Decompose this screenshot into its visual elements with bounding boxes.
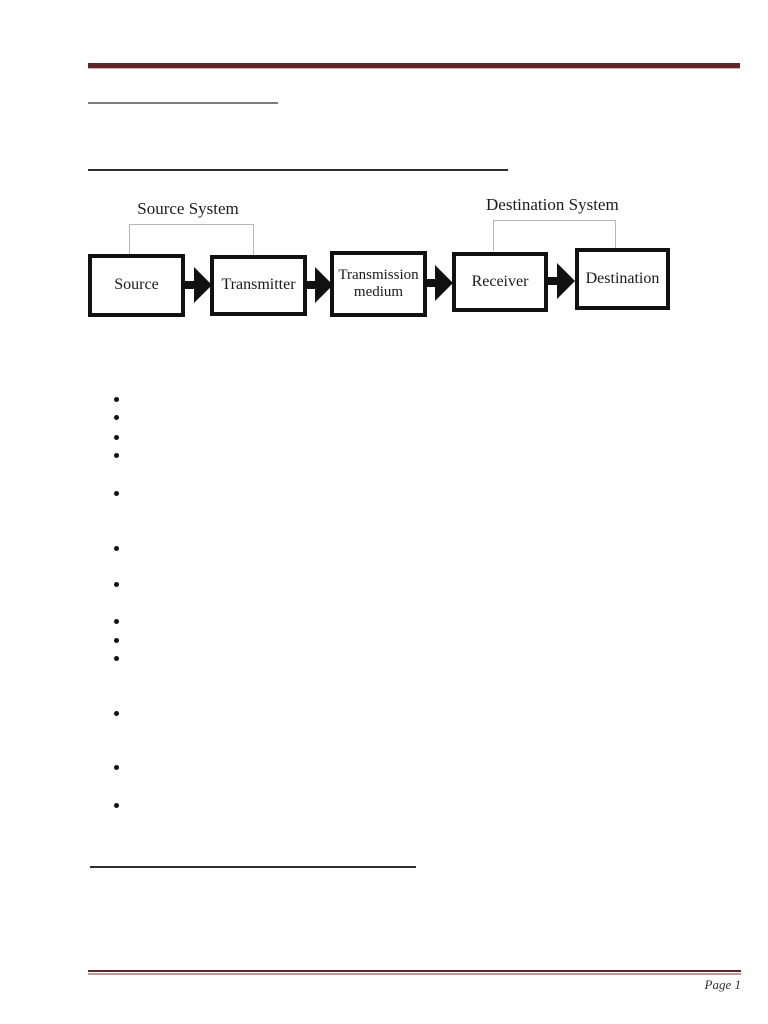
box-label-receiver: Receiver [471,272,529,290]
bullet-point [114,803,119,808]
diagram-box-destination: Destination [575,248,670,310]
arrow-head [194,267,212,303]
diagram-box-receiver: Receiver [452,252,548,312]
bullet-point [114,582,119,587]
heading-underline-1 [88,102,278,104]
top-accent-bar [88,63,740,69]
arrow-right-icon [548,263,575,299]
arrow-right-icon [185,267,212,303]
box-label-destination: Destination [585,269,660,287]
arrow-stem [306,281,318,289]
destination-system-label: Destination System [486,195,619,214]
page-number: Page 1 [704,977,741,992]
box-label-transmitter: Transmitter [221,276,296,294]
arrow-head [315,267,333,303]
footer-rule-dark [88,970,741,972]
box-label-source: Source [114,276,159,294]
diagram-box-source: Source [88,254,185,317]
heading-underline-3 [90,866,416,868]
arrow-head [435,265,453,301]
bullet-point [114,765,119,770]
bullet-point [114,453,119,458]
source-system-label: Source System [137,199,239,218]
bullet-point [114,491,119,496]
bullet-point [114,397,119,402]
arrow-right-icon [306,267,333,303]
arrow-right-icon [426,265,453,301]
arrow-stem [548,277,560,285]
bullet-point [114,656,119,661]
box-label-transmission-medium: Transmission medium [338,266,419,300]
bullet-point [114,546,119,551]
bullet-point [114,638,119,643]
bullet-point [114,435,119,440]
footer-rule-light [88,973,741,975]
arrow-stem [426,279,438,287]
arrow-head [557,263,575,299]
diagram-box-transmission-medium: Transmission medium [330,251,427,317]
diagram-box-transmitter: Transmitter [210,255,307,316]
bullet-point [114,619,119,624]
arrow-stem [185,281,197,289]
bullet-point [114,415,119,420]
bullet-point [114,711,119,716]
heading-underline-2 [88,169,508,171]
destination-system-bracket [493,220,616,251]
source-system-bracket [129,224,254,255]
